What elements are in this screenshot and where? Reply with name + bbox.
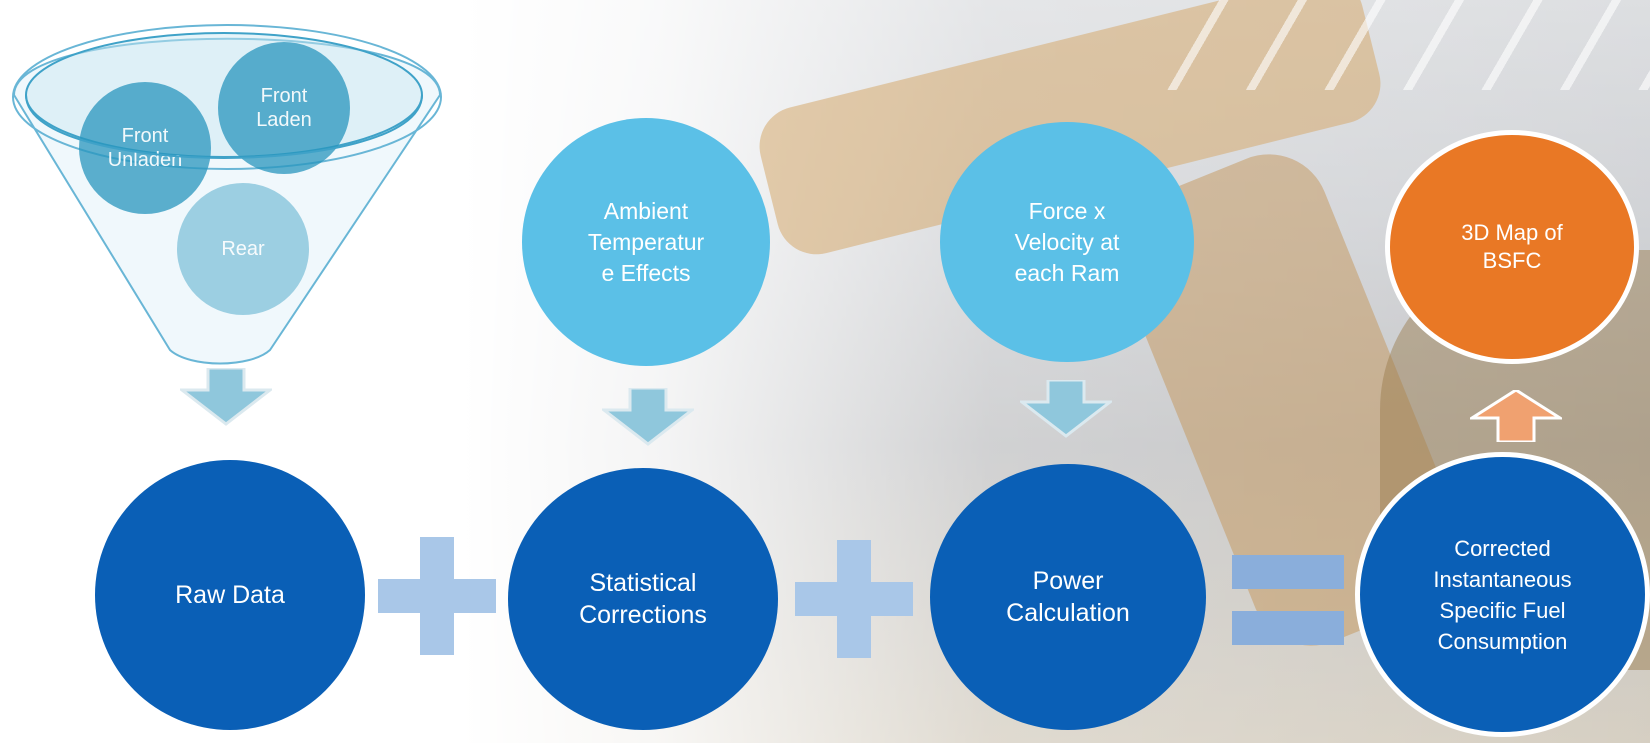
arrow-down-funnel (180, 368, 272, 426)
funnel-circle-front-laden: Front Laden (218, 42, 350, 174)
parking-lines (1150, 0, 1650, 90)
ambient-temperature-circle: Ambient Temperatur e Effects (522, 118, 770, 366)
raw-data-label: Raw Data (175, 581, 285, 609)
funnel-label-front-unladen: Front Unladen (107, 125, 183, 171)
force-velocity-circle: Force x Velocity at each Ram (940, 122, 1194, 362)
funnel-circle-rear: Rear (177, 183, 309, 315)
force-velocity-label: Force x Velocity at each Ram (1014, 197, 1120, 286)
statistical-corrections-label: Statistical Corrections (579, 569, 707, 629)
arrow-up-bsfc (1470, 390, 1562, 442)
corrected-isfc-circle: Corrected Instantaneous Specific Fuel Co… (1355, 452, 1650, 737)
funnel-rim-outer (12, 24, 442, 170)
funnel-label-rear: Rear (221, 238, 265, 260)
power-calculation-circle: Power Calculation (930, 464, 1206, 730)
statistical-corrections-circle: Statistical Corrections (508, 468, 778, 730)
power-calculation-label: Power Calculation (1006, 567, 1130, 627)
funnel-circle-front-unladen: Front Unladen (79, 82, 211, 214)
plus-operator-1 (378, 537, 496, 655)
equals-operator (1232, 555, 1344, 647)
corrected-isfc-label: Corrected Instantaneous Specific Fuel Co… (1433, 535, 1572, 654)
bsfc-map-circle: 3D Map of BSFC (1385, 130, 1639, 364)
funnel-label-front-laden: Front Laden (256, 85, 312, 131)
raw-data-circle: Raw Data (95, 460, 365, 730)
ambient-temperature-label: Ambient Temperatur e Effects (587, 197, 705, 286)
bsfc-map-label: 3D Map of BSFC (1461, 220, 1563, 273)
plus-operator-2 (795, 540, 913, 658)
arrow-down-ambient (602, 388, 694, 446)
arrow-down-force (1020, 380, 1112, 438)
